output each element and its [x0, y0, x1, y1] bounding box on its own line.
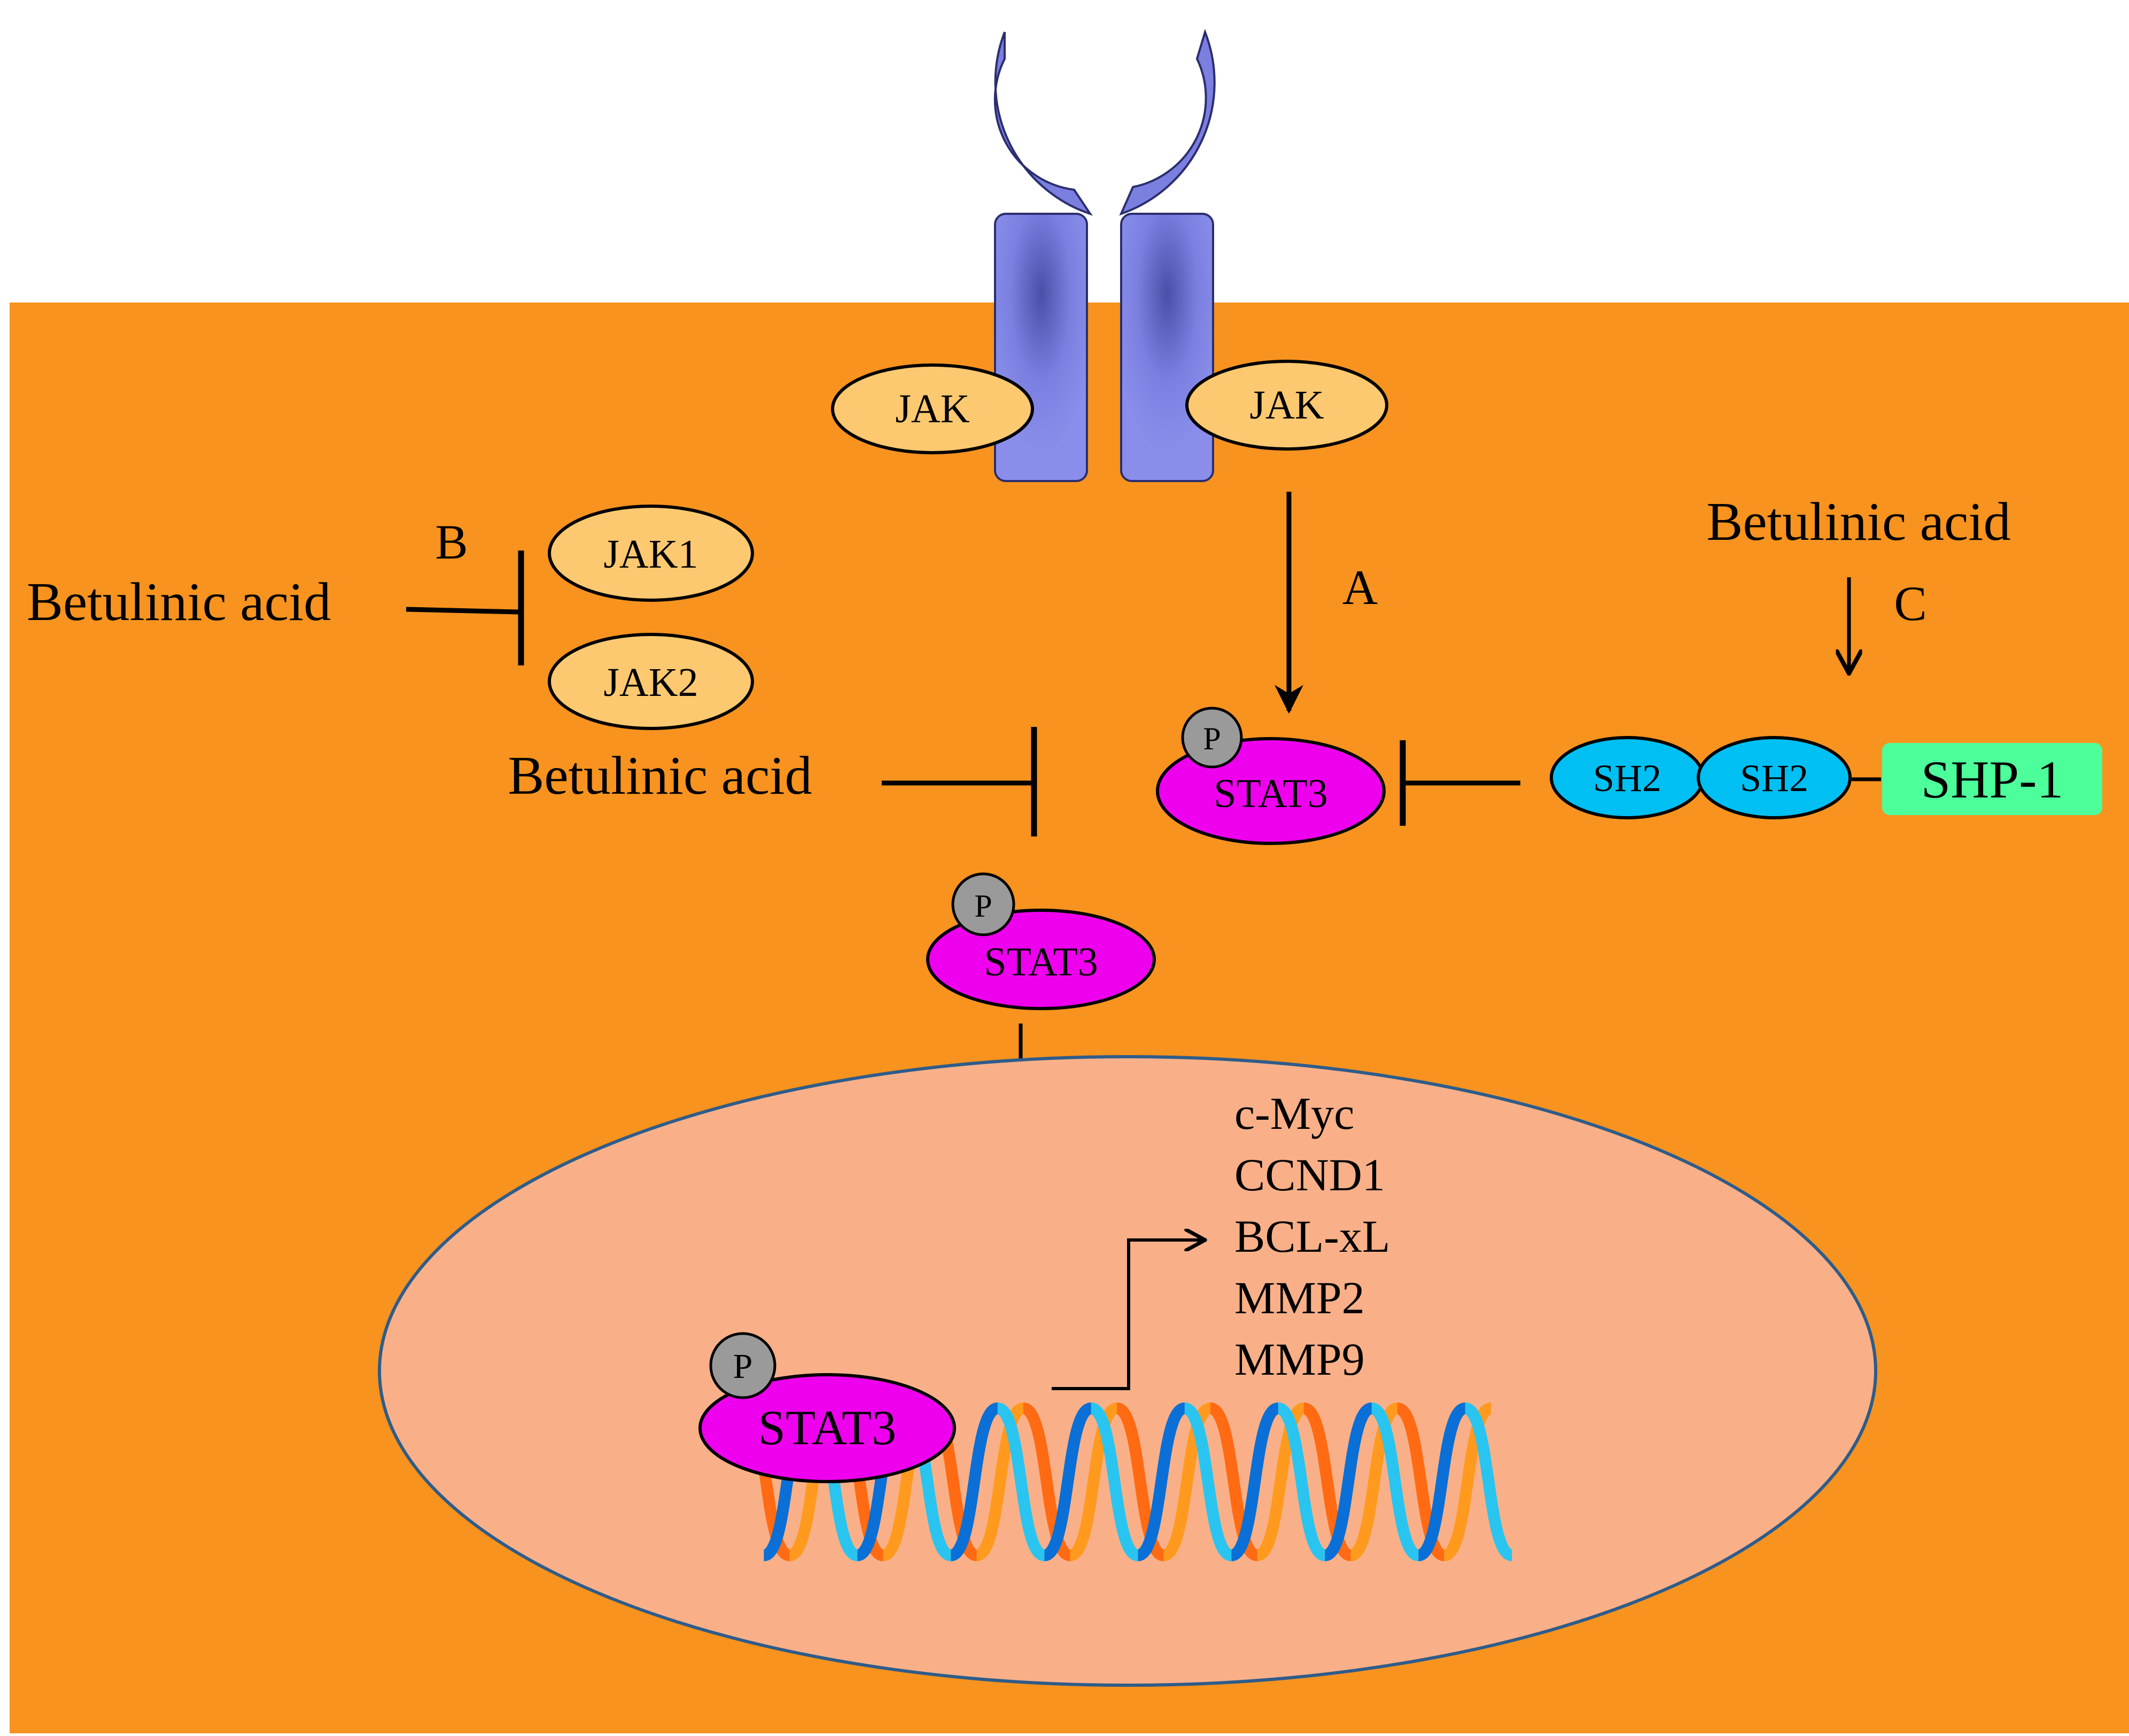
dna-strand-b-segment: [1463, 1402, 1514, 1561]
transcription-arrow: [1052, 1240, 1205, 1390]
jak2-ellipse: [548, 633, 754, 730]
shp1-box: [1882, 743, 2102, 815]
label-c: C: [1894, 576, 1926, 631]
dna-strand-a-segment: [975, 1402, 1025, 1561]
dna-strand-a-segment: [1302, 1402, 1353, 1561]
dna-strand-b-segment: [996, 1402, 1046, 1561]
jak-right-label: JAK: [1249, 383, 1324, 428]
dna-strand-a-segment: [1395, 1402, 1446, 1561]
stat3-activated-label: STAT3: [1214, 771, 1328, 816]
dna-strand-a-segment: [1442, 1402, 1493, 1561]
dna-strand-a-segment: [1349, 1402, 1400, 1561]
target-gene-5: MMP9: [1234, 1334, 1365, 1385]
dna-strand-b-segment: [1089, 1402, 1140, 1561]
jak-right-ellipse: [1185, 360, 1388, 451]
dna-strand-b-segment: [1417, 1402, 1467, 1561]
jak1-label: JAK1: [603, 532, 698, 577]
dna-strand-b-segment: [1230, 1402, 1280, 1561]
dna-strand-a-segment: [1255, 1402, 1306, 1561]
dna-strand-a-segment: [1115, 1402, 1165, 1561]
target-gene-1: c-Myc: [1234, 1088, 1354, 1139]
phospho-group-3: [709, 1332, 776, 1399]
dna-strand-b-segment: [1136, 1402, 1186, 1561]
phospho-group-1: [1181, 707, 1243, 769]
stat3-translocating-label: STAT3: [984, 940, 1098, 985]
dna-strand-a-segment: [1208, 1402, 1259, 1561]
target-gene-2: CCND1: [1234, 1149, 1385, 1200]
sh2-label-1: SH2: [1593, 757, 1661, 800]
betulinic-acid-c: Betulinic acid: [1706, 492, 2010, 552]
jak-left-ellipse: [831, 363, 1034, 454]
label-a: A: [1342, 560, 1378, 615]
label-b: B: [435, 515, 468, 569]
dna-strand-b-segment: [1043, 1402, 1093, 1561]
stat3-dna-bound-label: STAT3: [758, 1400, 896, 1455]
dna-strand-b-segment: [1276, 1402, 1327, 1561]
betulinic-acid-b: Betulinic acid: [27, 572, 331, 632]
phospho-label-2: P: [974, 888, 992, 924]
dna-strand-a-segment: [1021, 1402, 1072, 1561]
dna-strand-a-segment: [1068, 1402, 1119, 1561]
phospho-group-2: [951, 872, 1015, 936]
inhibit-line-b: [406, 607, 519, 615]
sh2-label-2: SH2: [1740, 757, 1808, 800]
phospho-label-3: P: [733, 1347, 753, 1386]
phospho-label-1: P: [1203, 721, 1221, 756]
jak-left-label: JAK: [895, 386, 969, 431]
sh2-domain-2: [1697, 736, 1852, 819]
dna-strand-b-segment: [1323, 1402, 1373, 1561]
dna-strand-a-segment: [1162, 1402, 1213, 1561]
shp1-label: SHP-1: [1921, 750, 2064, 809]
target-gene-3: BCL-xL: [1234, 1211, 1390, 1262]
target-gene-4: MMP2: [1234, 1272, 1365, 1323]
dna-strand-b-segment: [1183, 1402, 1233, 1561]
stat3-dna-bound-ellipse: [698, 1373, 956, 1483]
betulinic-acid-center: Betulinic acid: [508, 746, 812, 806]
dna-strand-b-segment: [1370, 1402, 1420, 1561]
jak1-ellipse: [548, 505, 754, 602]
jak2-label: JAK2: [603, 660, 698, 705]
dna-strand-b-segment: [949, 1402, 999, 1561]
